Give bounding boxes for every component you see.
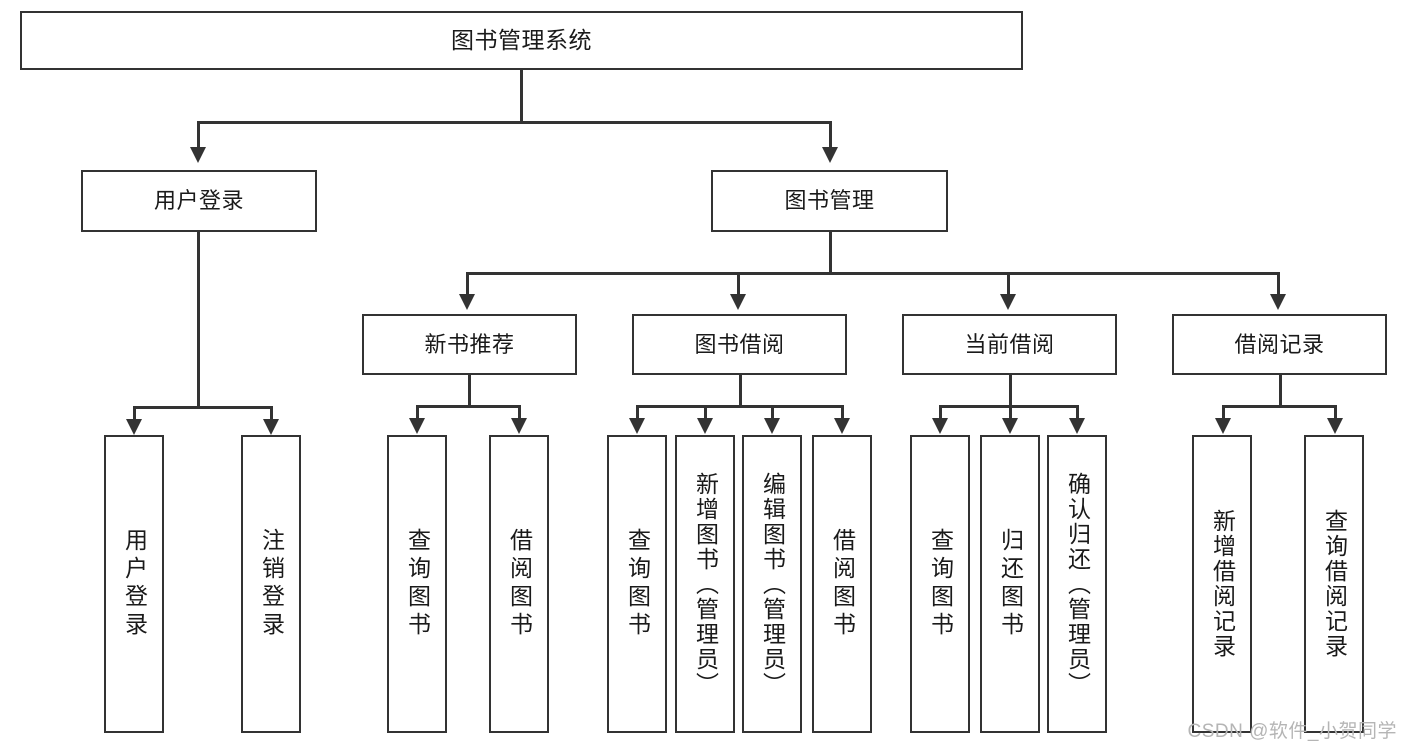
- connector-user-login-bus: [133, 406, 273, 409]
- leaf-query-book-borrow[interactable]: 查询图书: [607, 435, 667, 733]
- arrow-new-book-leaf-2: [511, 418, 527, 434]
- node-label: 当前借阅: [964, 331, 1055, 357]
- leaf-label: 查询图书: [927, 528, 954, 640]
- csdn-watermark: CSDN @软件_小贺同学: [1187, 721, 1397, 742]
- connector-user-login-stem: [197, 232, 200, 408]
- node-book-borrow[interactable]: 图书借阅: [632, 314, 847, 375]
- arrow-book-borrow-leaf-4: [834, 418, 850, 434]
- arrow-current-borrow-leaf-1: [932, 418, 948, 434]
- leaf-confirm-return-admin[interactable]: 确认归还（管理员）: [1047, 435, 1107, 733]
- leaf-user-login[interactable]: 用户登录: [104, 435, 164, 733]
- leaf-query-book-current[interactable]: 查询图书: [910, 435, 970, 733]
- leaf-label: 借阅图书: [829, 528, 856, 640]
- arrow-user-login-leaf-2: [263, 419, 279, 435]
- node-label: 新书推荐: [424, 331, 515, 357]
- connector-to-borrow-record: [1277, 272, 1280, 294]
- leaf-edit-book-admin[interactable]: 编辑图书（管理员）: [742, 435, 802, 733]
- leaf-borrow-book-borrow[interactable]: 借阅图书: [812, 435, 872, 733]
- leaf-label: 查询图书: [624, 528, 651, 640]
- node-root-book-management-system[interactable]: 图书管理系统: [20, 11, 1023, 70]
- connector-borrow-record-drop-1: [1222, 405, 1225, 419]
- leaf-label: 借阅图书: [506, 528, 533, 640]
- connector-book-borrow-drop-4: [841, 405, 844, 419]
- arrow-current-borrow-leaf-2: [1002, 418, 1018, 434]
- connector-book-borrow-drop-3: [771, 405, 774, 419]
- connector-root-stem: [520, 70, 523, 122]
- arrow-book-borrow-leaf-1: [629, 418, 645, 434]
- connector-root-to-user-login: [197, 121, 200, 147]
- connector-borrow-record-bus: [1222, 405, 1337, 408]
- arrow-book-borrow-leaf-2: [697, 418, 713, 434]
- connector-root-to-book-manage: [829, 121, 832, 147]
- connector-current-borrow-drop-2: [1009, 405, 1012, 419]
- leaf-label: 查询借阅记录: [1321, 509, 1348, 659]
- leaf-label: 编辑图书（管理员）: [759, 471, 786, 697]
- leaf-borrow-book-recommend[interactable]: 借阅图书: [489, 435, 549, 733]
- arrow-to-new-book-recommend: [459, 294, 475, 310]
- leaf-label: 确认归还（管理员）: [1064, 471, 1091, 697]
- arrow-root-to-book-manage: [822, 147, 838, 163]
- connector-book-manage-stem: [829, 232, 832, 274]
- connector-borrow-record-drop-2: [1334, 405, 1337, 419]
- connector-new-book-drop-1: [416, 405, 419, 419]
- connector-book-borrow-drop-1: [636, 405, 639, 419]
- leaf-query-book-recommend[interactable]: 查询图书: [387, 435, 447, 733]
- arrow-user-login-leaf-1: [126, 419, 142, 435]
- node-label: 借阅记录: [1234, 331, 1325, 357]
- leaf-query-borrow-record[interactable]: 查询借阅记录: [1304, 435, 1364, 733]
- arrow-new-book-leaf-1: [409, 418, 425, 434]
- arrow-to-book-borrow: [730, 294, 746, 310]
- connector-book-borrow-drop-2: [704, 405, 707, 419]
- connector-user-login-left-drop: [133, 406, 136, 420]
- node-label: 图书借阅: [694, 331, 785, 357]
- leaf-label: 用户登录: [121, 528, 148, 640]
- arrow-borrow-record-leaf-2: [1327, 418, 1343, 434]
- node-label: 图书管理: [784, 188, 875, 214]
- arrow-to-current-borrow: [1000, 294, 1016, 310]
- node-borrow-record[interactable]: 借阅记录: [1172, 314, 1387, 375]
- connector-current-borrow-stem: [1009, 375, 1012, 407]
- arrow-borrow-record-leaf-1: [1215, 418, 1231, 434]
- arrow-book-borrow-leaf-3: [764, 418, 780, 434]
- connector-book-borrow-stem: [739, 375, 742, 407]
- node-book-management[interactable]: 图书管理: [711, 170, 948, 232]
- node-new-book-recommend[interactable]: 新书推荐: [362, 314, 577, 375]
- connector-to-book-borrow: [737, 272, 740, 294]
- connector-borrow-record-stem: [1279, 375, 1282, 407]
- leaf-label: 注销登录: [258, 528, 285, 640]
- leaf-label: 新增图书（管理员）: [692, 471, 719, 697]
- node-label: 图书管理系统: [451, 26, 592, 53]
- node-label: 用户登录: [153, 188, 244, 214]
- leaf-label: 新增借阅记录: [1209, 509, 1236, 659]
- arrow-root-to-user-login: [190, 147, 206, 163]
- arrow-current-borrow-leaf-3: [1069, 418, 1085, 434]
- connector-book-borrow-bus: [636, 405, 844, 408]
- connector-new-book-stem: [468, 375, 471, 407]
- leaf-label: 归还图书: [997, 528, 1024, 640]
- connector-book-manage-bus: [466, 272, 1280, 275]
- leaf-return-book[interactable]: 归还图书: [980, 435, 1040, 733]
- arrow-to-borrow-record: [1270, 294, 1286, 310]
- leaf-logout-login[interactable]: 注销登录: [241, 435, 301, 733]
- connector-current-borrow-drop-3: [1076, 405, 1079, 419]
- leaf-label: 查询图书: [404, 528, 431, 640]
- leaf-add-book-admin[interactable]: 新增图书（管理员）: [675, 435, 735, 733]
- connector-new-book-bus: [416, 405, 521, 408]
- leaf-add-borrow-record[interactable]: 新增借阅记录: [1192, 435, 1252, 733]
- connector-to-current-borrow: [1007, 272, 1010, 294]
- node-user-login[interactable]: 用户登录: [81, 170, 317, 232]
- connector-current-borrow-drop-1: [939, 405, 942, 419]
- connector-user-login-right-drop: [270, 406, 273, 420]
- connector-root-bus: [197, 121, 831, 124]
- node-current-borrow[interactable]: 当前借阅: [902, 314, 1117, 375]
- connector-new-book-drop-2: [518, 405, 521, 419]
- connector-to-new-book-recommend: [466, 272, 469, 294]
